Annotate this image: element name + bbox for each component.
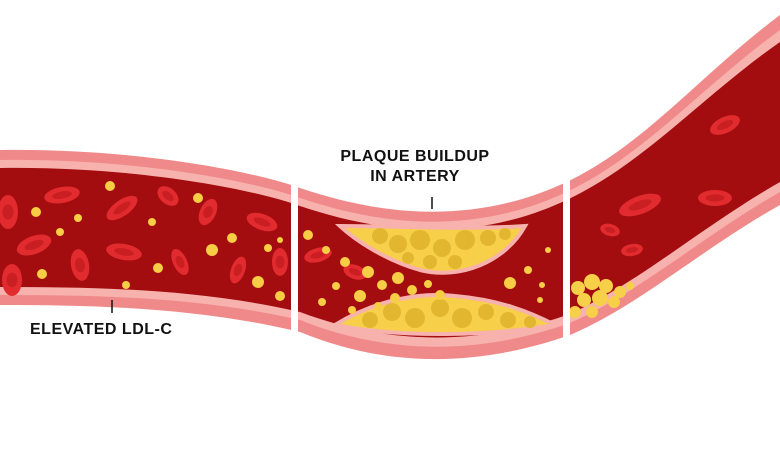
red-blood-cell-icon [698, 190, 732, 206]
red-blood-cell-icon [710, 115, 740, 135]
ldl-particle-icon [74, 214, 82, 222]
ldl-particle-icon [537, 297, 543, 303]
ldl-particle-icon [407, 285, 417, 295]
ldl-particle-icon [424, 280, 432, 288]
ldl-particle-icon [390, 293, 400, 303]
ldl-particle-icon [122, 281, 130, 289]
ldl-particle-icon [545, 247, 551, 253]
artery-lumen [0, 42, 780, 338]
red-blood-cell-icon [16, 234, 52, 256]
plaque-cluster-right [569, 274, 634, 318]
red-blood-cells [0, 115, 740, 296]
red-blood-cell-icon [272, 248, 288, 276]
ldl-particle-icon [354, 290, 366, 302]
red-blood-cell-icon [229, 256, 247, 284]
plaque-deposit-lower [329, 293, 562, 337]
red-blood-cell-icon [157, 186, 179, 206]
ldl-particle-icon [362, 266, 374, 278]
ldl-particles [31, 181, 551, 314]
red-blood-cell-icon [0, 195, 18, 229]
ldl-particle-icon [227, 233, 237, 243]
ldl-particle-icon [539, 282, 545, 288]
ldl-particle-icon [322, 246, 330, 254]
red-blood-cell-icon [106, 195, 138, 221]
ldl-particle-icon [524, 266, 532, 274]
ldl-particle-icon [332, 282, 340, 290]
ldl-particle-icon [303, 230, 313, 240]
red-blood-cell-icon [198, 198, 218, 226]
ldl-particle-icon [504, 277, 516, 289]
ldl-particle-icon [252, 276, 264, 288]
red-blood-cell-icon [621, 243, 643, 257]
segment-divider-left [291, 180, 298, 340]
ldl-particle-icon [148, 218, 156, 226]
red-blood-cell-icon [70, 249, 90, 281]
ldl-particle-icon [318, 298, 326, 306]
ldl-particle-icon [374, 302, 382, 310]
plaque-deposit-upper [334, 223, 529, 275]
ldl-particle-icon [105, 181, 115, 191]
ldl-particle-icon [193, 193, 203, 203]
red-blood-cell-icon [246, 212, 278, 232]
ldl-particle-icon [37, 269, 47, 279]
ldl-particle-icon [264, 244, 272, 252]
red-blood-cell-icon [619, 193, 661, 217]
ldl-particle-icon [340, 257, 350, 267]
ldl-particle-icon [435, 290, 445, 300]
segment-divider-right [563, 175, 570, 345]
ldl-particle-icon [206, 244, 218, 256]
red-blood-cell-icon [106, 243, 142, 261]
ldl-particle-icon [277, 237, 283, 243]
ldl-particle-icon [56, 228, 64, 236]
plaque-label-line-2: IN ARTERY [370, 168, 460, 185]
red-blood-cell-icon [44, 186, 80, 204]
red-blood-cell-icon [171, 248, 189, 276]
red-blood-cell-icon [600, 223, 620, 237]
red-blood-cell-icon [343, 264, 367, 280]
ldl-particle-icon [153, 263, 163, 273]
ldl-particle-icon [392, 272, 404, 284]
ldl-particle-icon [377, 280, 387, 290]
ldl-particle-icon [31, 207, 41, 217]
ldl-particle-icon [275, 291, 285, 301]
elevated-ldl-label: ELEVATED LDL-C [30, 321, 173, 338]
red-blood-cell-icon [2, 264, 22, 296]
ldl-particle-icon [348, 306, 356, 314]
plaque-label-line-1: PLAQUE BUILDUP [340, 148, 490, 165]
plaque-buildup-label: PLAQUE BUILDUP IN ARTERY [315, 147, 515, 187]
